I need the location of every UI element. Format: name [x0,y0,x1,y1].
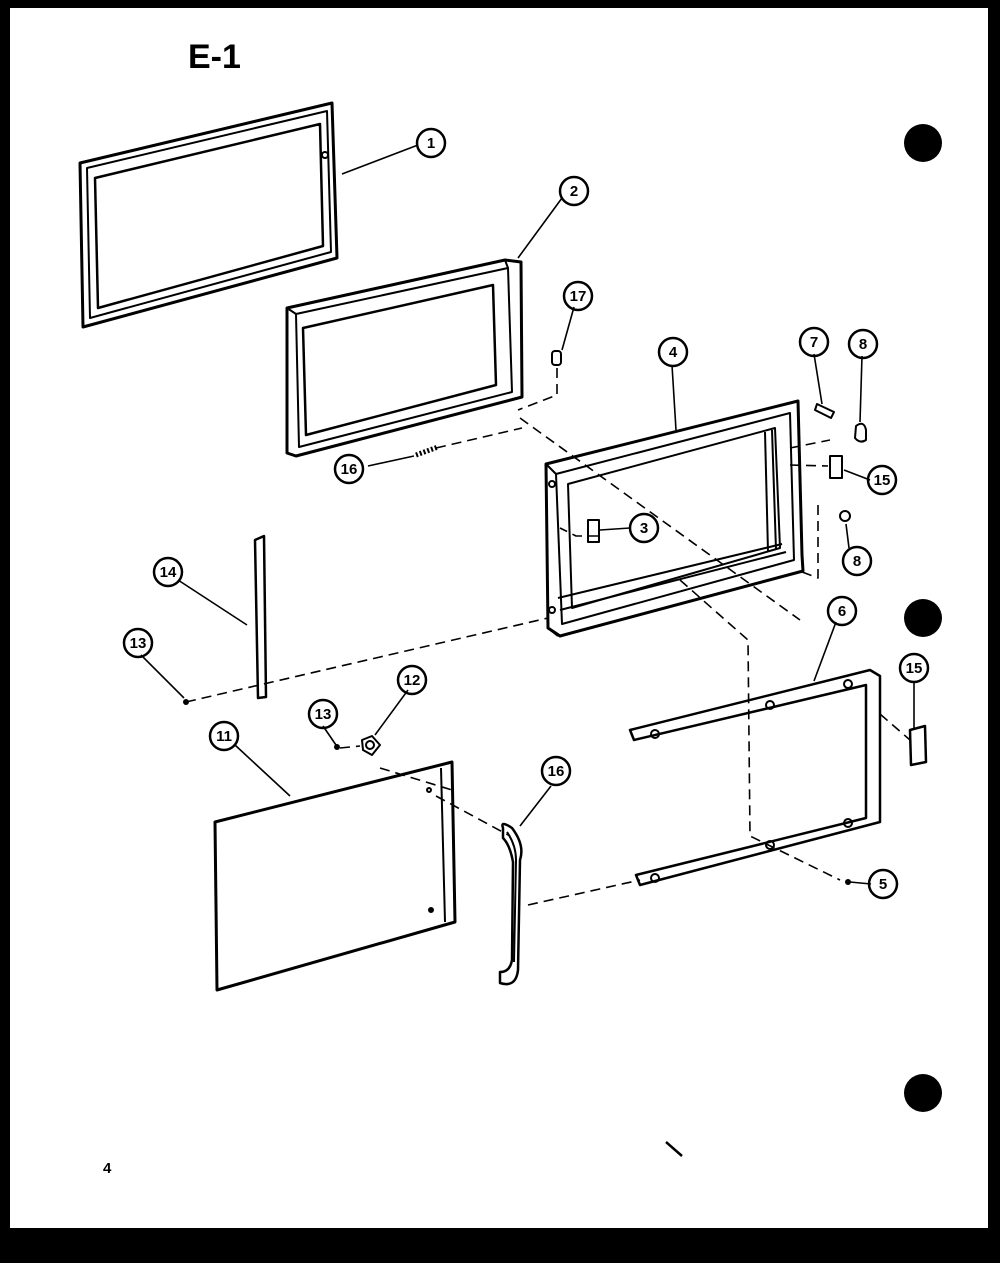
assembly-dashed-lines [185,368,911,906]
part-8-nut-lower [839,510,851,522]
binder-hole-middle [904,599,942,637]
callout-15-lower: 15 [906,660,923,677]
part-12-hinge [361,735,381,756]
callout-circle-12 [396,664,428,696]
callout-8-lower: 8 [853,553,861,570]
callout-circle-8-upper [847,328,879,360]
callout-16-handle: 16 [548,763,565,780]
callout-circle-16-spring [333,453,365,485]
leader-lines [140,144,915,885]
callout-17: 17 [570,288,587,305]
part-11-door-panel [213,760,457,992]
scan-mark [665,1141,683,1157]
callout-circle-13-center [307,698,339,730]
callout-7: 7 [810,334,818,351]
callout-circle-3 [628,512,660,544]
callout-13-center: 13 [315,706,332,723]
callout-15-upper: 15 [874,472,891,489]
part-16-spring [415,444,439,458]
part-4-door-chassis [544,399,805,638]
binder-hole-bottom [904,1074,942,1112]
part-15-block-upper [829,455,843,479]
part-1-door-frame [78,101,339,329]
callout-circle-11 [208,720,240,752]
part-13-screw-center [334,744,340,750]
part-2-inner-frame [285,258,524,458]
callout-8-upper: 8 [859,336,867,353]
callout-circle-7 [798,326,830,358]
callout-4: 4 [669,344,678,361]
callout-13-left: 13 [130,635,147,652]
callout-circle-5 [867,868,899,900]
callout-circle-1 [415,127,447,159]
callout-circle-16-handle [540,755,572,787]
callout-circle-17 [562,280,594,312]
callout-12: 12 [404,672,421,689]
callout-16-spring: 16 [341,461,358,478]
part-14-side-strip [253,534,268,700]
part-3-latch-block [587,519,600,543]
part-5-screw [845,879,851,885]
part-16-handle [498,822,523,986]
callout-5: 5 [879,876,887,893]
callout-3: 3 [640,520,648,537]
callout-circle-8-lower [841,545,873,577]
callout-circle-13-left [122,627,154,659]
callout-circle-6 [826,595,858,627]
callout-circle-14 [152,556,184,588]
callout-14: 14 [160,564,177,581]
part-7-pin [814,403,835,419]
callout-1: 1 [427,135,435,152]
page-number: 4 [103,1160,112,1177]
page-title: E-1 [188,38,241,76]
parts-sheet [10,8,988,1228]
binder-hole-top [904,124,942,162]
part-17-bushing [551,350,562,366]
part-8-hook-upper [854,422,867,443]
callout-circles [122,127,930,900]
callout-6: 6 [838,603,846,620]
callout-circle-15-upper [866,464,898,496]
part-15-block-lower [908,724,928,767]
part-6-rail-frame [628,668,882,887]
callout-circle-4 [657,336,689,368]
callout-11: 11 [216,728,232,745]
callout-2: 2 [570,183,578,200]
callout-circle-2 [558,175,590,207]
callout-circle-15-lower [898,652,930,684]
